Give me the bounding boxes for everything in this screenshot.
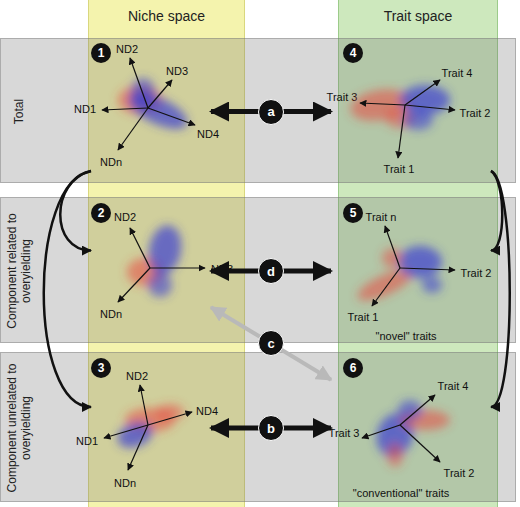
- axis-label: ND4: [196, 405, 218, 417]
- curved-arrow: [491, 171, 510, 407]
- axes: [102, 58, 455, 470]
- row-heading: Component related to overyielding: [1, 198, 37, 344]
- axis-label: ND1: [74, 103, 96, 115]
- axis-label: Trait 2: [461, 267, 492, 279]
- axis-label: Trait 2: [444, 467, 475, 479]
- curved-arrow: [44, 171, 91, 407]
- niche-panel: 3ND2ND4ND1NDn: [91, 358, 211, 498]
- axis-label: Trait 4: [438, 380, 469, 392]
- axis-label: ND2: [116, 43, 138, 55]
- axis-label: ND1: [76, 435, 98, 447]
- curved-arrow: [491, 171, 502, 251]
- callout-number: 3: [91, 358, 111, 378]
- callout-number: 4: [343, 43, 363, 63]
- axis-label: NDn: [100, 308, 122, 320]
- double-arrow: [211, 307, 331, 379]
- axis-label: ND3: [166, 65, 188, 77]
- row-band: Component related to overyielding2ND2ND3…: [0, 197, 516, 343]
- axis-label: ND4: [197, 128, 219, 140]
- double-arrow: [211, 269, 331, 274]
- axis-label: ND3: [211, 263, 233, 275]
- axis-label: ND2: [114, 211, 136, 223]
- density-blobs: [114, 78, 450, 467]
- trait-panel: 4Trait 4Trait 3Trait 2Trait 1: [331, 44, 491, 179]
- double-arrow: [211, 426, 331, 431]
- axis-label: NDn: [114, 477, 136, 489]
- niche-panel: 2ND2ND3NDn: [91, 203, 211, 339]
- row-band: Total 1 ND2ND3ND1ND4NDn 4Trait 4 Trait 3 Trai…: [0, 38, 516, 183]
- row-heading: Component unrelated to overyielding: [1, 353, 37, 503]
- column-heading: Niche space: [89, 8, 244, 24]
- axis-label: Trait 2: [460, 107, 491, 119]
- axis-label: Trait 4: [442, 67, 473, 79]
- axis-label: Trait n: [366, 211, 397, 223]
- axis-label: "conventional" traits: [353, 487, 449, 499]
- axis-label: Trait 3: [329, 427, 360, 439]
- trait-panel: 5Trait n Trait 2 Trait 1 "novel" traits: [331, 203, 491, 339]
- axis-label: Trait 1: [384, 163, 415, 175]
- column-heading: Trait space: [339, 8, 497, 24]
- niche-panel: 1ND2ND3ND1ND4NDn: [91, 44, 211, 179]
- row-band: Component unrelated to overyielding 3ND2N…: [0, 352, 516, 502]
- row-heading: Total: [1, 39, 37, 184]
- axis-label: Trait 3: [327, 91, 358, 103]
- callout-number: 5: [343, 203, 363, 223]
- axis-label: "novel" traits: [376, 330, 437, 342]
- double-arrow: [211, 109, 331, 114]
- callout-number: 1: [91, 43, 111, 63]
- axis-label: NDn: [100, 156, 122, 168]
- curved-arrow: [60, 171, 91, 251]
- callout-number: 2: [91, 203, 111, 223]
- callout-number: 6: [343, 358, 363, 378]
- axis-label: ND2: [126, 370, 148, 382]
- axis-label: Trait 1: [348, 311, 379, 323]
- trait-panel: 6Trait 4 Trait 3 Trait 2 "conventional" tra…: [331, 358, 491, 498]
